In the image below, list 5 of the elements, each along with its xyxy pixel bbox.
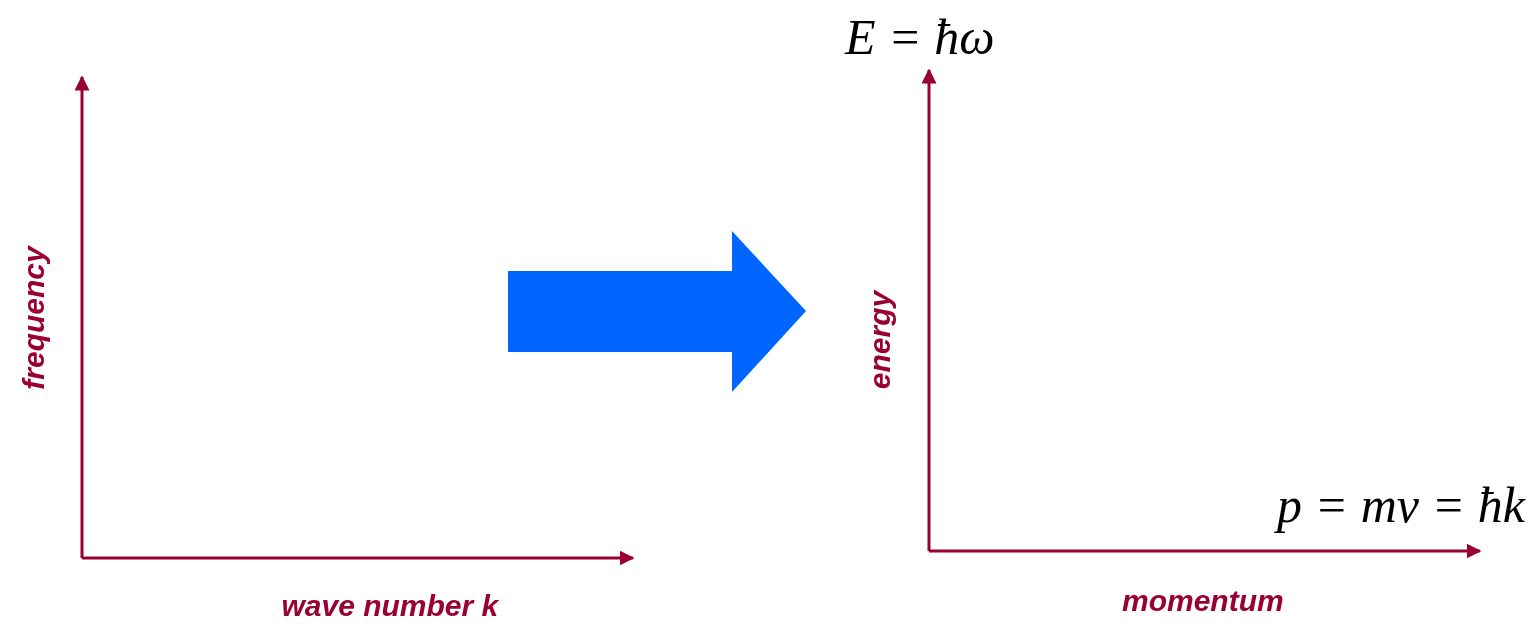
axis-label: wave number k [281, 591, 499, 621]
axis-label: frequency [18, 246, 49, 390]
formula: E = ħω [845, 12, 995, 62]
axis-label: momentum [1122, 586, 1284, 616]
axis-label: energy [865, 290, 896, 390]
